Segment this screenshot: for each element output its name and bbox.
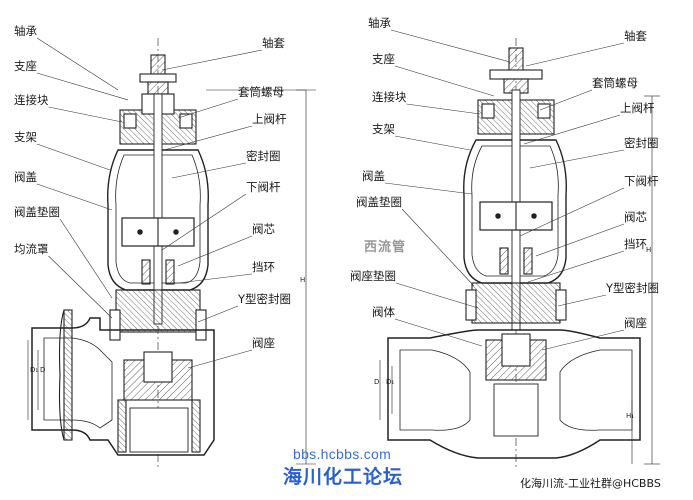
leader-right-labels-left-fati [394,318,483,347]
leader-right-labels-right-zhoutao [525,42,625,67]
label-left-labels-left-junliuzhao: 均流罩 [14,242,49,256]
leader-right-labels-left-fagai [384,182,473,195]
leader-right-labels-left-fazuodianquan [395,282,479,309]
label-right-labels-left-fagai: 阀盖 [362,169,385,183]
label-right-labels-right-fazuo: 阀座 [624,316,647,330]
leader-left-labels-right-taotongluomu [177,98,239,119]
label-left-labels-left-zhijia: 支架 [14,130,37,144]
leader-right-labels-right-ymifengquan [557,294,607,307]
callout-leaders [36,29,625,369]
right-valve-drawing [379,38,660,468]
leader-left-labels-right-fazuo [187,349,253,369]
label-left-labels-right-faxin: 阀芯 [252,222,275,236]
leader-right-labels-right-taotongluomu [539,89,593,111]
label-left-labels-right-fazuo: 阀座 [252,336,275,350]
label-right-labels-left-lianjiekuai: 连接块 [372,90,407,104]
leader-left-labels-right-danghuan [169,273,253,285]
label-right-labels-left-fagaidianquan: 阀盖垫圈 [356,195,402,209]
label-left-labels-left-zhoucheng: 轴承 [14,24,37,38]
dim-d-left: D [40,366,45,374]
label-left-labels-left-lianjiekuai: 连接块 [14,93,49,107]
label-right-labels-right-zhoutao: 轴套 [624,29,647,43]
label-right-labels-right-mifengquan: 密封圈 [624,136,659,150]
leader-right-labels-left-zhizuo [394,65,495,97]
label-right-labels-right-taotongluomu: 套筒螺母 [592,76,638,90]
leader-left-labels-right-zhoutao [161,49,263,71]
left-valve-drawing [27,38,316,470]
label-left-labels-left-zhizuo: 支座 [14,59,37,73]
leader-right-labels-right-mifengquan [529,149,625,169]
leader-left-labels-left-fagaidianquan [59,218,113,299]
leader-right-labels-left-fagaidianquan [401,208,475,287]
label-right-labels-right-danghuan: 挡环 [624,237,647,251]
label-left-labels-right-zhoutao: 轴套 [262,36,285,50]
dim-d1-right: D₁ [386,378,394,386]
leader-left-labels-left-fagai [36,183,113,211]
label-left-labels-right-xiafagan: 下阀杆 [246,180,281,194]
leader-left-labels-left-zhijia [36,143,111,171]
dim-h-right: H [646,246,651,254]
label-right-labels-right-ymifengquan: Y型密封圈 [605,281,659,295]
leader-left-labels-right-xiafagan [161,193,247,251]
dim-d-right: D [374,378,379,386]
leader-left-labels-right-faxin [177,235,253,267]
leader-left-labels-right-ymifengquan [197,305,239,323]
stamp-watermark: 西流管 [364,240,407,255]
leader-left-labels-right-mifengquan [171,162,247,179]
leader-right-labels-right-faxin [535,223,625,257]
leader-right-labels-right-fazuo [541,329,625,351]
leader-left-labels-left-lianjiekuai [48,106,123,123]
watermark-url: bbs.hcbbs.com [293,446,392,462]
label-left-labels-right-ymifengquan: Y型密封圈 [237,292,291,306]
label-right-labels-left-fati: 阀体 [372,305,395,319]
dim-h-left: H [300,276,305,284]
label-right-labels-right-faxin: 阀芯 [624,210,647,224]
label-left-labels-right-mifengquan: 密封圈 [246,149,281,163]
leader-right-labels-left-lianjiekuai [406,103,481,115]
leader-left-labels-left-junliuzhao [48,255,113,319]
label-right-labels-left-zhoucheng: 轴承 [368,16,391,30]
label-right-labels-left-fazuodianquan: 阀座垫圈 [350,269,396,283]
leader-left-labels-left-zhizuo [36,72,129,101]
leader-right-labels-right-danghuan [527,250,625,283]
label-left-labels-left-fagaidianquan: 阀盖垫圈 [14,205,60,219]
label-right-labels-left-zhizuo: 支座 [372,52,395,66]
leader-right-labels-left-zhijia [394,135,471,151]
watermark-credit: 化海川流-工业社群@HCBBS [520,477,661,490]
label-left-labels-right-taotongluomu: 套筒螺母 [238,85,284,99]
label-left-labels-right-danghuan: 挡环 [252,260,275,274]
dim-d1-left: D₁ [30,366,38,374]
leader-right-labels-right-shangfagan [523,114,621,145]
leader-right-labels-left-zhoucheng [390,29,511,63]
leader-right-labels-right-xiafagan [519,187,625,237]
leader-left-labels-left-zhoucheng [36,37,119,91]
watermark-forum: 海川化工论坛 [283,466,404,488]
label-right-labels-right-shangfagan: 上阀杆 [620,101,655,115]
label-right-labels-right-xiafagan: 下阀杆 [624,174,659,188]
dim-h1-right: H₁ [626,412,634,420]
label-left-labels-left-fagai: 阀盖 [14,170,37,184]
label-left-labels-right-shangfagan: 上阀杆 [252,112,287,126]
label-right-labels-left-zhijia: 支架 [372,122,395,136]
leader-left-labels-right-shangfagan [163,125,253,151]
